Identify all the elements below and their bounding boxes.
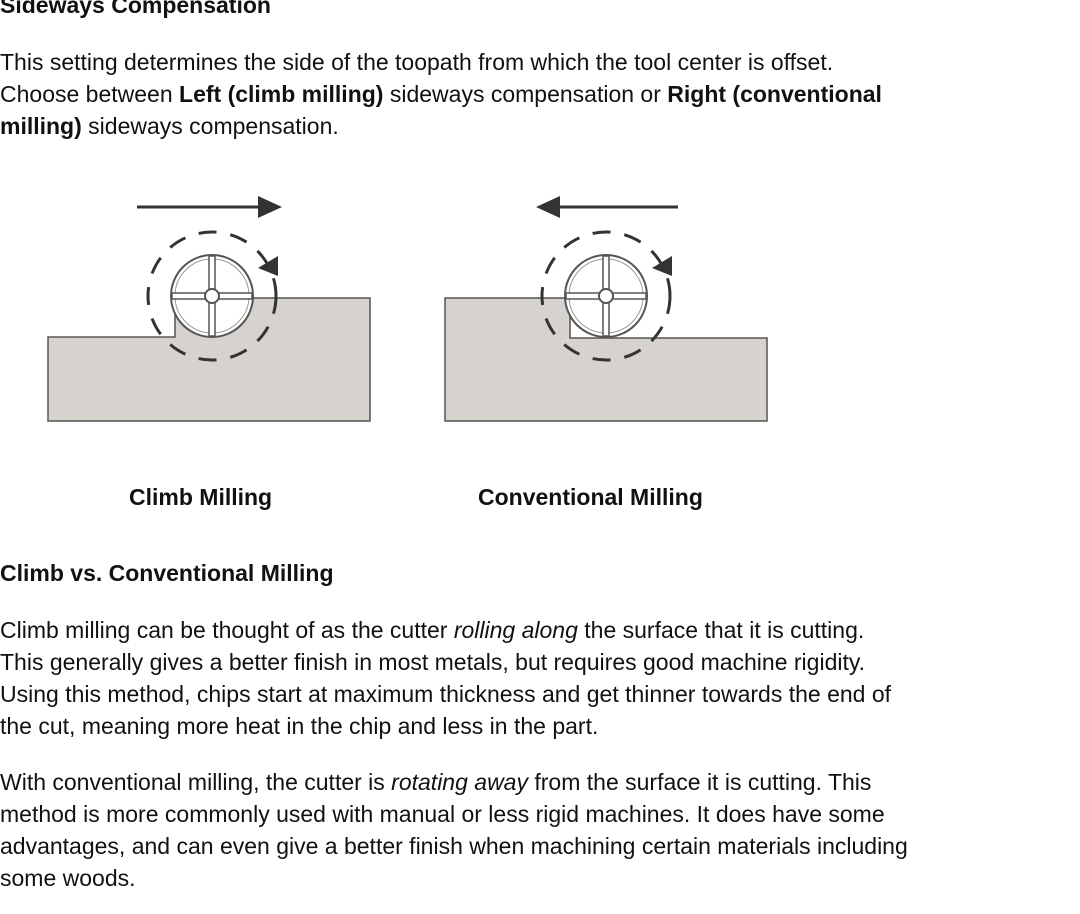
caption-conventional-milling: Conventional Milling xyxy=(478,484,703,510)
caption-climb-milling: Climb Milling xyxy=(129,484,273,510)
text-run: With conventional milling, the cutter is xyxy=(0,769,392,795)
para-line: the cut, meaning more heat in the chip a… xyxy=(0,713,599,739)
italic-rotating-away: rotating away xyxy=(391,769,528,795)
conventional-milling-figure xyxy=(444,196,768,422)
para-line: some woods. xyxy=(0,865,136,891)
climb-milling-paragraph: Climb milling can be thought of as the c… xyxy=(0,614,891,742)
feed-arrow-right-icon xyxy=(137,196,282,218)
text-run: sideways compensation. xyxy=(81,113,339,139)
cutter-icon xyxy=(170,254,254,338)
text-run: sideways compensation or xyxy=(383,81,668,107)
bold-left-climb-milling: Left (climb milling) xyxy=(179,81,384,107)
para-line: Climb milling can be thought of as the c… xyxy=(0,614,891,646)
para-line: method is more commonly used with manual… xyxy=(0,801,885,827)
section-heading-climb-vs-conventional: Climb vs. Conventional Milling xyxy=(0,560,334,586)
para-line: With conventional milling, the cutter is… xyxy=(0,766,908,798)
para-line: advantages, and can even give a better f… xyxy=(0,833,908,859)
para-line: Using this method, chips start at maximu… xyxy=(0,681,892,707)
para-line: Choose between Left (climb milling) side… xyxy=(0,78,882,110)
bold-milling: milling) xyxy=(0,113,82,139)
para-line: This generally gives a better finish in … xyxy=(0,649,866,675)
cutter-icon xyxy=(564,254,648,338)
section-heading-sideways-compensation: Sideways Compensation xyxy=(0,0,271,18)
text-run: Choose between xyxy=(0,81,180,107)
italic-rolling-along: rolling along xyxy=(453,617,578,643)
climb-milling-figure xyxy=(47,196,371,422)
feed-arrow-left-icon xyxy=(536,196,678,218)
conventional-milling-paragraph: With conventional milling, the cutter is… xyxy=(0,766,908,894)
text-run: Climb milling can be thought of as the c… xyxy=(0,617,454,643)
text-run: from the surface it is cutting. This xyxy=(527,769,872,795)
rotation-path-icon xyxy=(540,230,672,362)
bold-right-conventional: Right (conventional xyxy=(667,81,882,107)
text-run: the surface that it is cutting. xyxy=(577,617,865,643)
para-line: milling) sideways compensation. xyxy=(0,110,882,142)
sideways-compensation-paragraph: This setting determines the side of the … xyxy=(0,46,882,142)
rotation-path-icon xyxy=(146,230,278,362)
para-line: This setting determines the side of the … xyxy=(0,49,834,75)
